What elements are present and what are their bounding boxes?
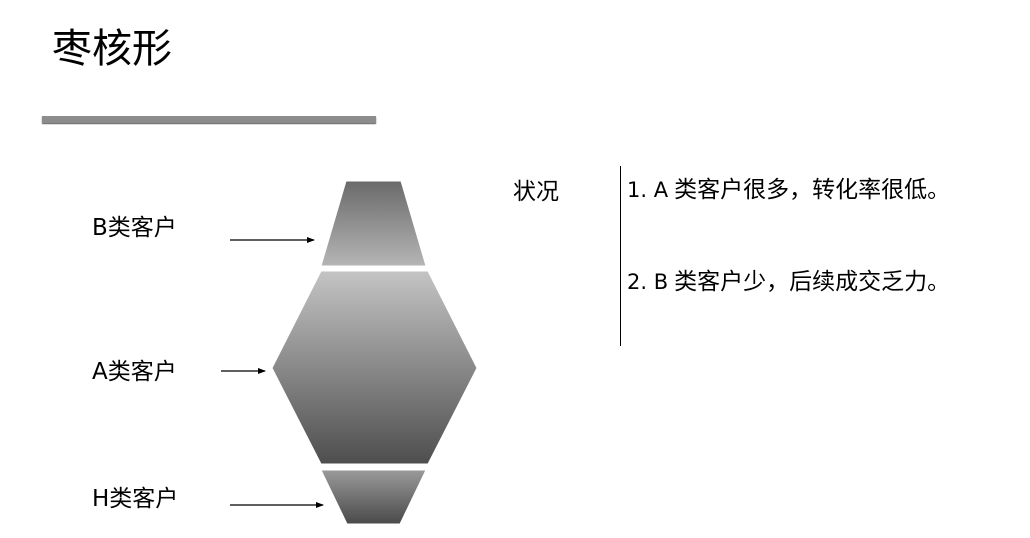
status-item-number: 1. A	[627, 178, 669, 202]
status-divider	[620, 166, 621, 346]
page-title: 枣核形	[52, 26, 172, 72]
status-item-text: 类客户很多，转化率很低。	[674, 177, 951, 203]
status-item-text: 类客户少，后续成交乏力。	[674, 269, 951, 295]
segment-h-label: H类客户	[92, 486, 179, 512]
title-underline	[42, 116, 376, 123]
segment-a-shape	[271, 270, 478, 465]
segment-b-label: B类客户	[92, 215, 177, 241]
segment-h-shape	[320, 469, 427, 525]
status-heading: 状况	[513, 179, 559, 205]
status-item-number: 2. B	[627, 270, 669, 294]
segment-a-label: A类客户	[92, 359, 177, 385]
segment-b-shape	[320, 180, 427, 267]
